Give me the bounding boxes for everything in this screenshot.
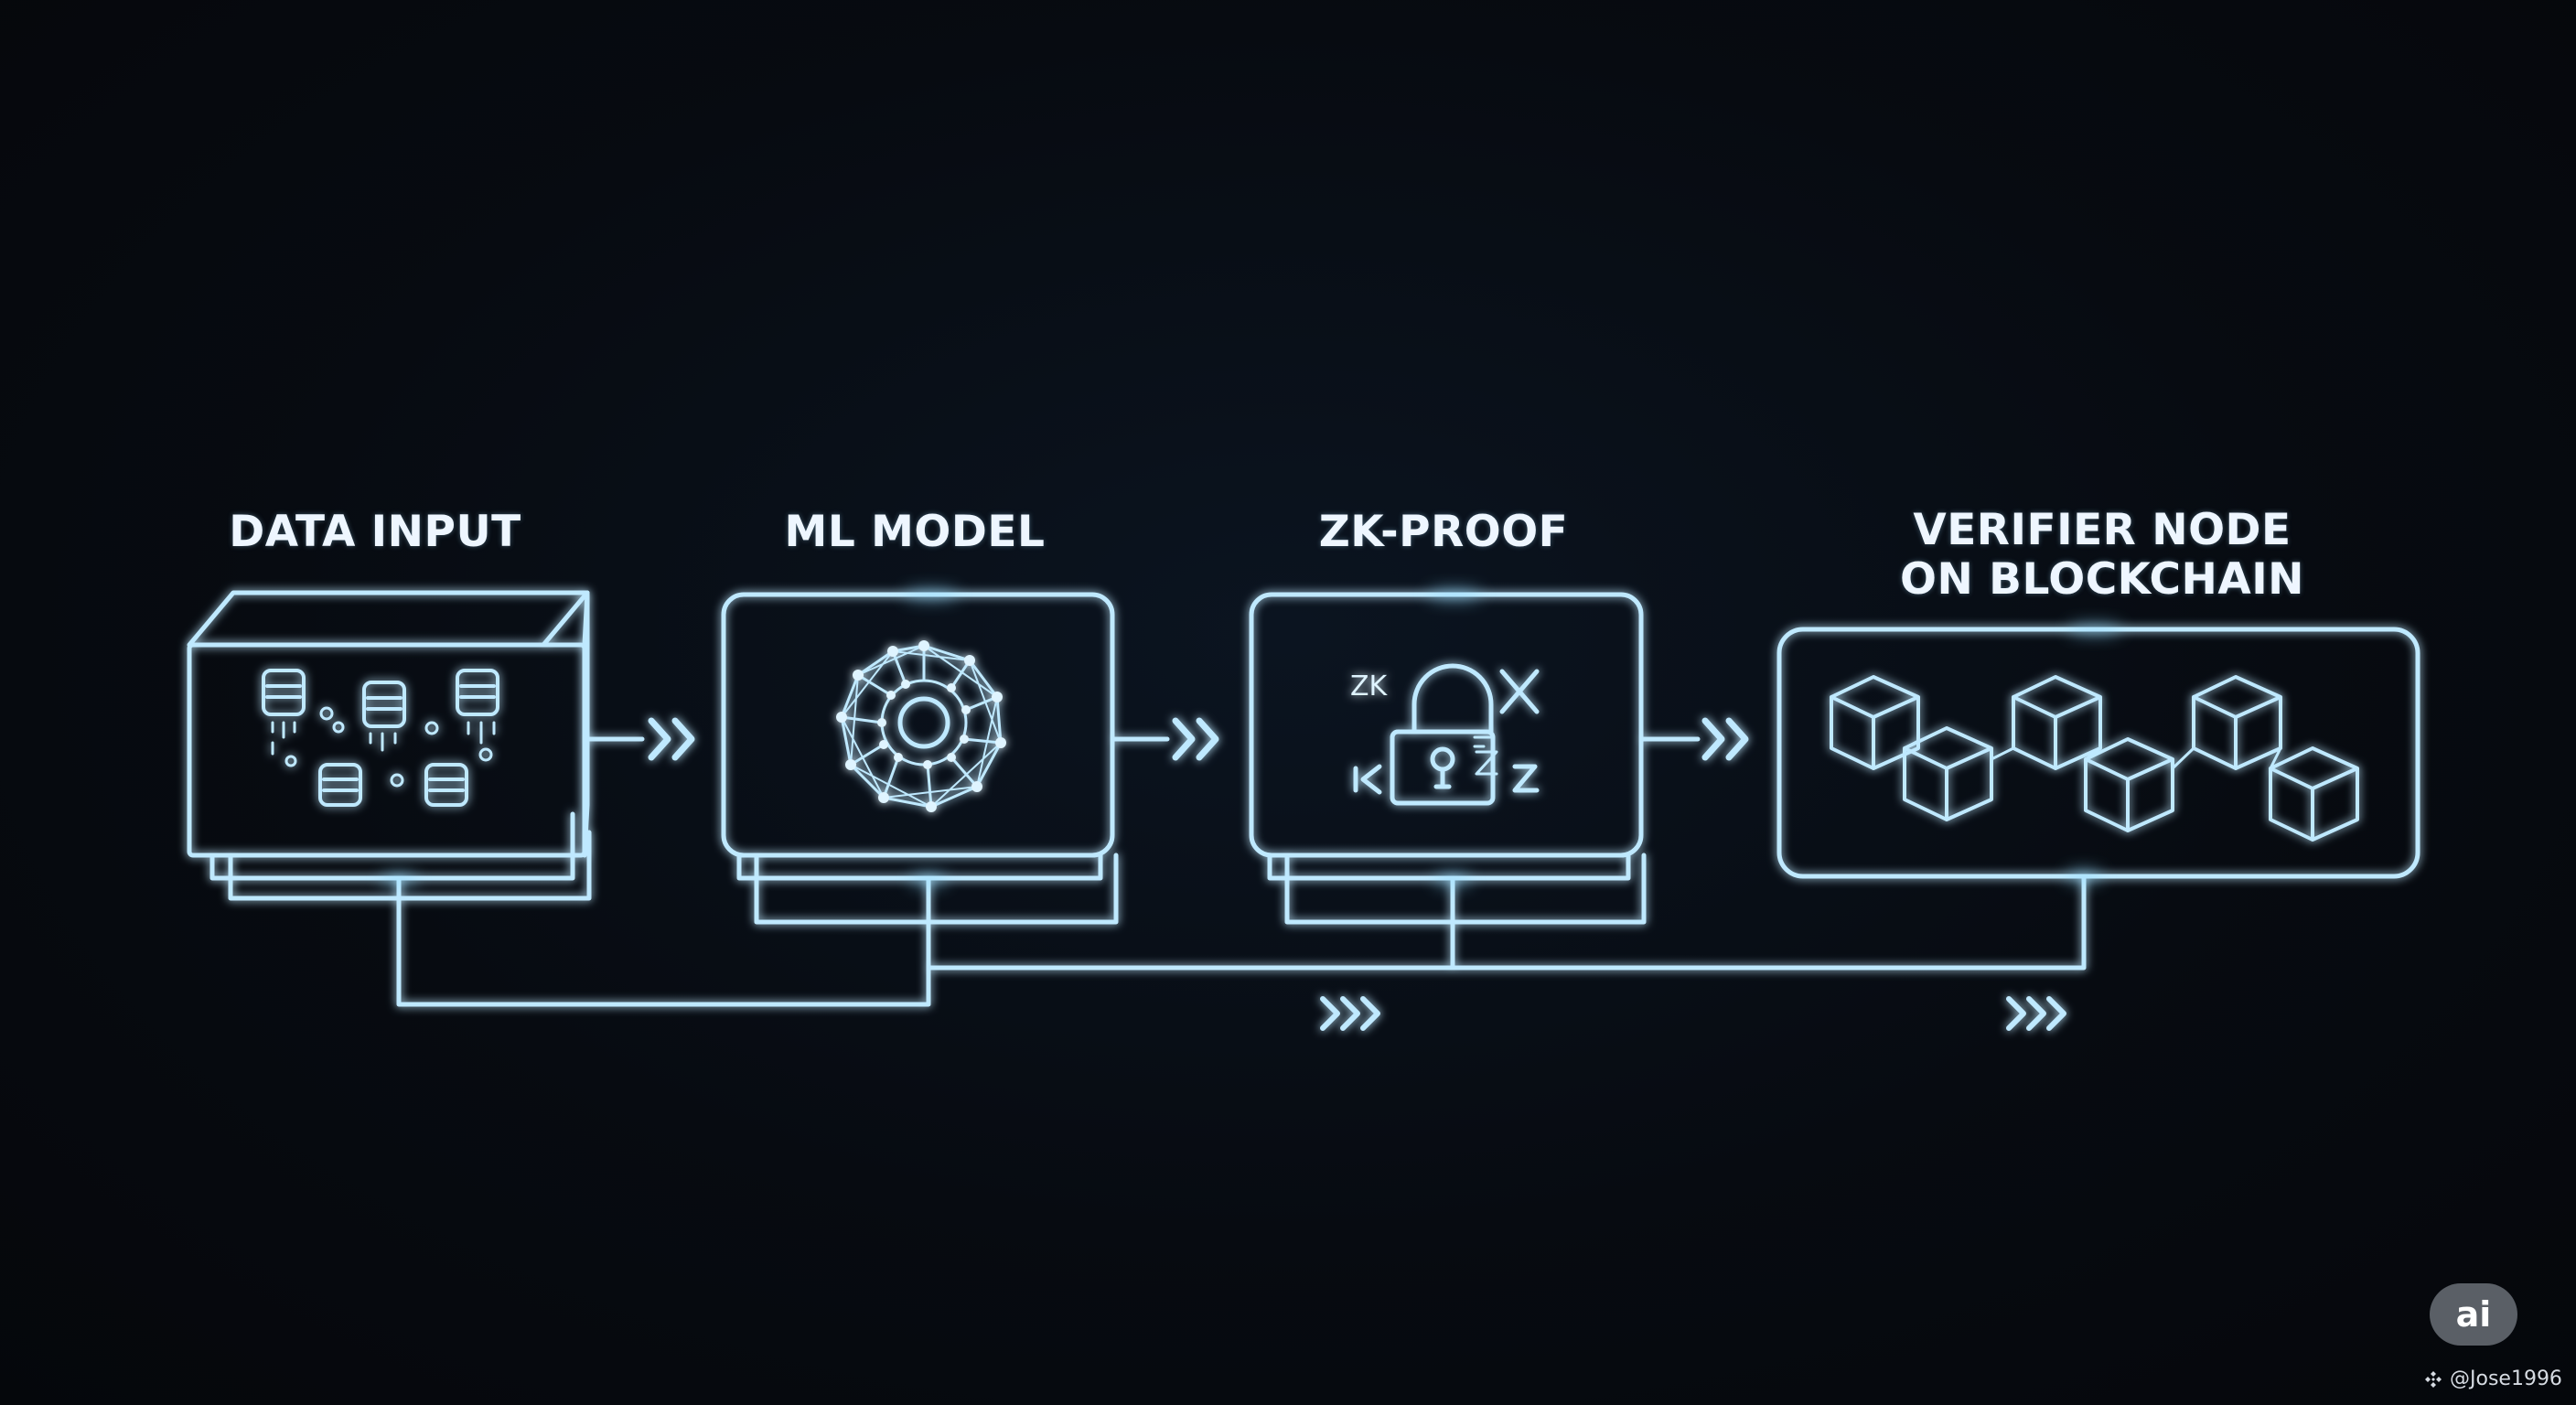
neural-network-icon [836, 640, 1006, 812]
glow-highlights [381, 590, 2122, 885]
stage-title-verifier-node: VERIFIER NODE ON BLOCKCHAIN [1828, 506, 2377, 605]
blockchain-cubes-icon [1830, 675, 2359, 842]
stage-title-line: ON BLOCKCHAIN [1899, 554, 2305, 605]
ai-badge: ai [2430, 1283, 2517, 1346]
padlock-icon [1353, 663, 1540, 806]
stage-title-line: ML MODEL [784, 507, 1046, 557]
bus-chevron-arrows [1320, 996, 2066, 1031]
stage-title-line: ZK-PROOF [1318, 507, 1569, 557]
author-credit: @Jose1996 [2422, 1367, 2562, 1390]
stage-title-line: DATA INPUT [229, 507, 521, 557]
chevron-arrows-icon [648, 717, 1749, 761]
bottom-bus-lines [396, 874, 2087, 1007]
data-input-box [187, 590, 592, 901]
stage-title-zk-proof: ZK-PROOF [1261, 508, 1626, 557]
binance-diamond-icon [2425, 1370, 2442, 1388]
credit-text: @Jose1996 [2450, 1367, 2562, 1390]
database-cluster-icon [262, 669, 499, 807]
zk-proof-box [1249, 592, 1647, 925]
stage-title-line: VERIFIER NODE [1913, 505, 2292, 555]
zk-glyph: ZK [1350, 670, 1389, 702]
stage-title-data-input: DATA INPUT [192, 508, 558, 557]
stage-title-ml-model: ML MODEL [732, 508, 1098, 557]
